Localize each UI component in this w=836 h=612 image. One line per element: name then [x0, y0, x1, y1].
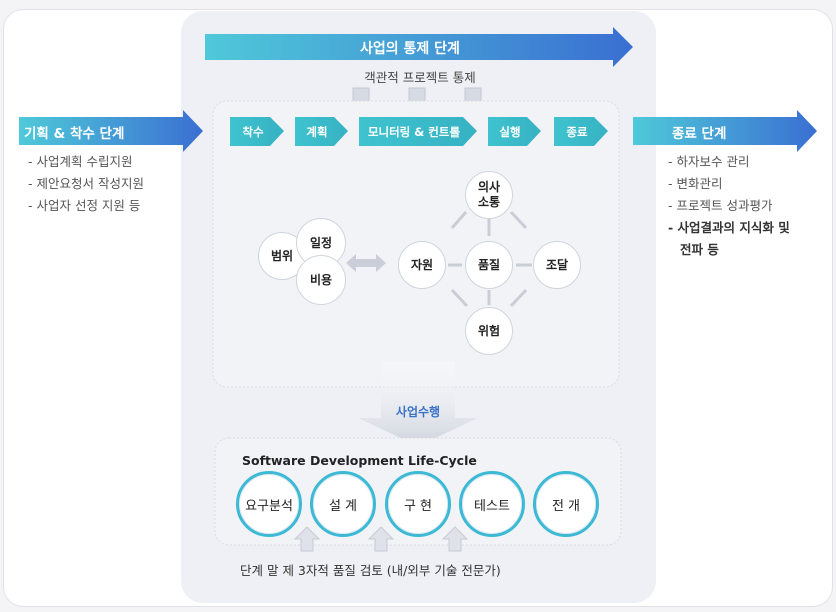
phase-arrow-4: [488, 117, 541, 146]
left-item: - 사업자 선정 지원 등: [28, 198, 141, 213]
phase-arrow-2: [295, 117, 348, 146]
phase-label-5: 종료: [566, 125, 588, 139]
quality-label: 품질: [477, 257, 501, 272]
phase-label-4: 실행: [499, 125, 521, 139]
right-item: - 프로젝트 성과평가: [668, 198, 773, 213]
phase-label-3: 모니터링 & 컨트롤: [367, 125, 461, 139]
quality-circle: 품질: [465, 241, 513, 289]
execution-down-arrow: [358, 361, 478, 446]
sdlc-step-design: 설 계: [310, 471, 376, 537]
left-item: - 제안요청서 작성지원: [28, 176, 144, 191]
sdlc-step-label: 요구분석: [245, 498, 293, 514]
review-up-arrow-2: [367, 526, 395, 552]
footer-note: 단계 말 제 3자적 품질 검토 (내/외부 기술 전문가): [240, 563, 501, 578]
right-item: - 하자보수 관리: [668, 154, 750, 169]
top-banner-title: 사업의 통제 단계: [360, 41, 460, 57]
communication-circle: 의사 소통: [465, 171, 513, 219]
phase-arrow-1: [230, 117, 284, 146]
schedule-label: 일정: [309, 235, 333, 250]
right-item: - 변화관리: [668, 176, 723, 191]
review-up-arrow-1: [293, 526, 321, 552]
right-stage-items: - 하자보수 관리 - 변화관리 - 프로젝트 성과평가 - 사업결과의 지식화…: [668, 151, 790, 261]
sdlc-step-label: 설 계: [328, 498, 358, 514]
risk-circle: 위험: [465, 307, 513, 355]
sdlc-step-implementation: 구 현: [385, 471, 451, 537]
sdlc-title: Software Development Life-Cycle: [242, 453, 477, 468]
cost-circle: 비용: [296, 255, 346, 305]
sdlc-step-requirements: 요구분석: [236, 471, 302, 537]
phase-label-1: 착수: [242, 125, 264, 139]
left-item: - 사업계획 수립지원: [28, 154, 133, 169]
right-stage-title: 종료 단계: [672, 126, 727, 142]
phase-label-2: 계획: [306, 125, 328, 139]
procurement-label: 조달: [545, 257, 569, 272]
communication-label: 의사 소통: [477, 180, 501, 209]
phase-arrow-3: [359, 117, 477, 146]
left-stage-items: - 사업계획 수립지원 - 제안요청서 작성지원 - 사업자 선정 지원 등: [28, 151, 144, 217]
resource-label: 자원: [410, 257, 434, 272]
procurement-circle: 조달: [533, 241, 581, 289]
sdlc-step-test: 테스트: [459, 471, 525, 537]
left-stage-arrow: [19, 110, 203, 152]
objective-control-label: 객관적 프로젝트 통제: [364, 70, 476, 85]
sdlc-step-label: 전 개: [551, 498, 581, 514]
double-arrow: [346, 254, 386, 272]
execution-label: 사업수행: [395, 405, 441, 419]
scope-label: 범위: [270, 248, 294, 263]
risk-label: 위험: [477, 323, 501, 338]
left-stage-title: 기획 & 착수 단계: [24, 126, 125, 142]
right-item: 전파 등: [680, 242, 719, 257]
right-item: - 사업결과의 지식화 및: [668, 220, 790, 235]
quality-network-lines: [448, 210, 532, 308]
top-banner-arrow: [205, 27, 633, 67]
phase-arrow-5: [554, 117, 608, 146]
review-up-arrow-3: [441, 526, 469, 552]
resource-circle: 자원: [398, 241, 446, 289]
sdlc-step-label: 테스트: [474, 498, 510, 514]
right-stage-arrow: [633, 110, 817, 152]
sdlc-step-deployment: 전 개: [533, 471, 599, 537]
sdlc-step-label: 구 현: [403, 498, 433, 514]
cost-label: 비용: [309, 272, 333, 287]
